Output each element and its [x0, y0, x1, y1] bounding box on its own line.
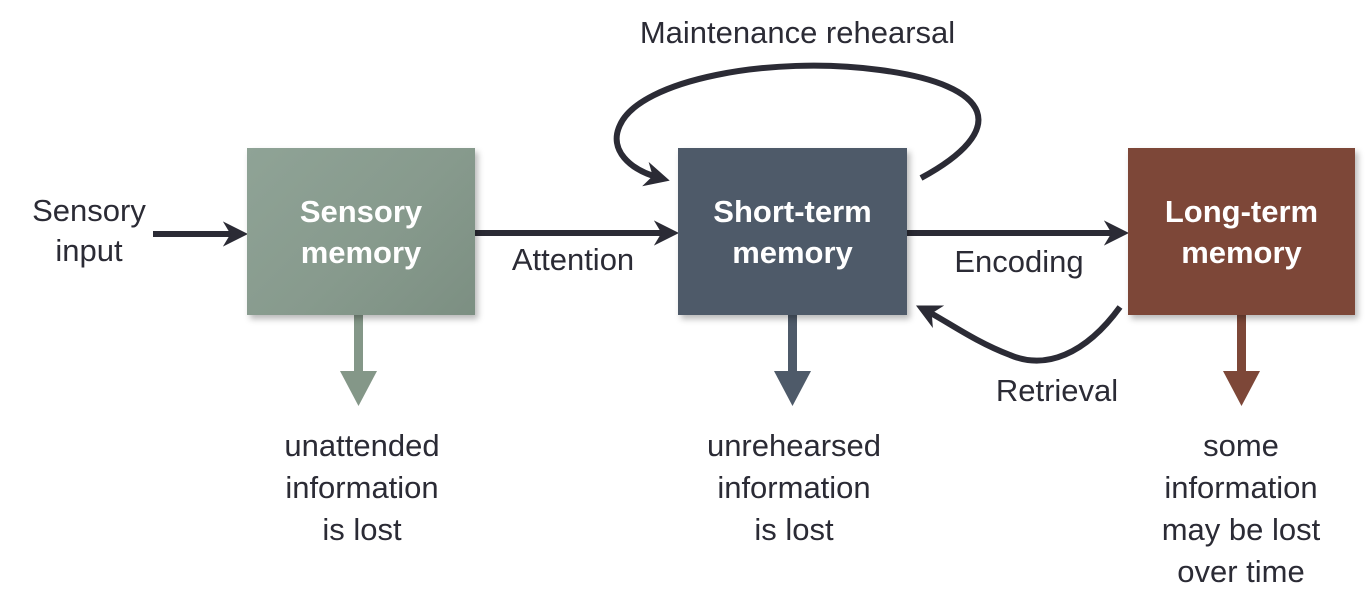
retrieval-label: Retrieval [995, 373, 1119, 408]
sensory-memory-box: Sensory memory [247, 148, 475, 315]
long-term-memory-box: Long-term memory [1128, 148, 1355, 315]
retrieval-arrow [915, 305, 1123, 364]
short-term-loss-label: unrehearsed information is lost [706, 428, 882, 547]
encoding-label: Encoding [954, 244, 1084, 279]
short-term-memory-box: Short-term memory [678, 148, 907, 315]
attention-label: Attention [511, 242, 635, 277]
sensory-memory-label: Sensory memory [299, 193, 423, 270]
long-term-loss-label: some information may be lost over time [1161, 428, 1321, 589]
sensory-loss-arrow [340, 315, 377, 406]
sensory-input-label: Sensory input [32, 193, 146, 268]
long-term-memory-label: Long-term memory [1164, 193, 1319, 270]
short-term-memory-label: Short-term memory [713, 193, 872, 270]
short-term-loss-arrow [774, 315, 811, 406]
long-term-loss-arrow [1223, 315, 1260, 406]
maintenance-rehearsal-label: Maintenance rehearsal [639, 15, 956, 50]
sensory-loss-label: unattended information is lost [284, 428, 440, 547]
maintenance-loop-arrow [613, 62, 982, 187]
